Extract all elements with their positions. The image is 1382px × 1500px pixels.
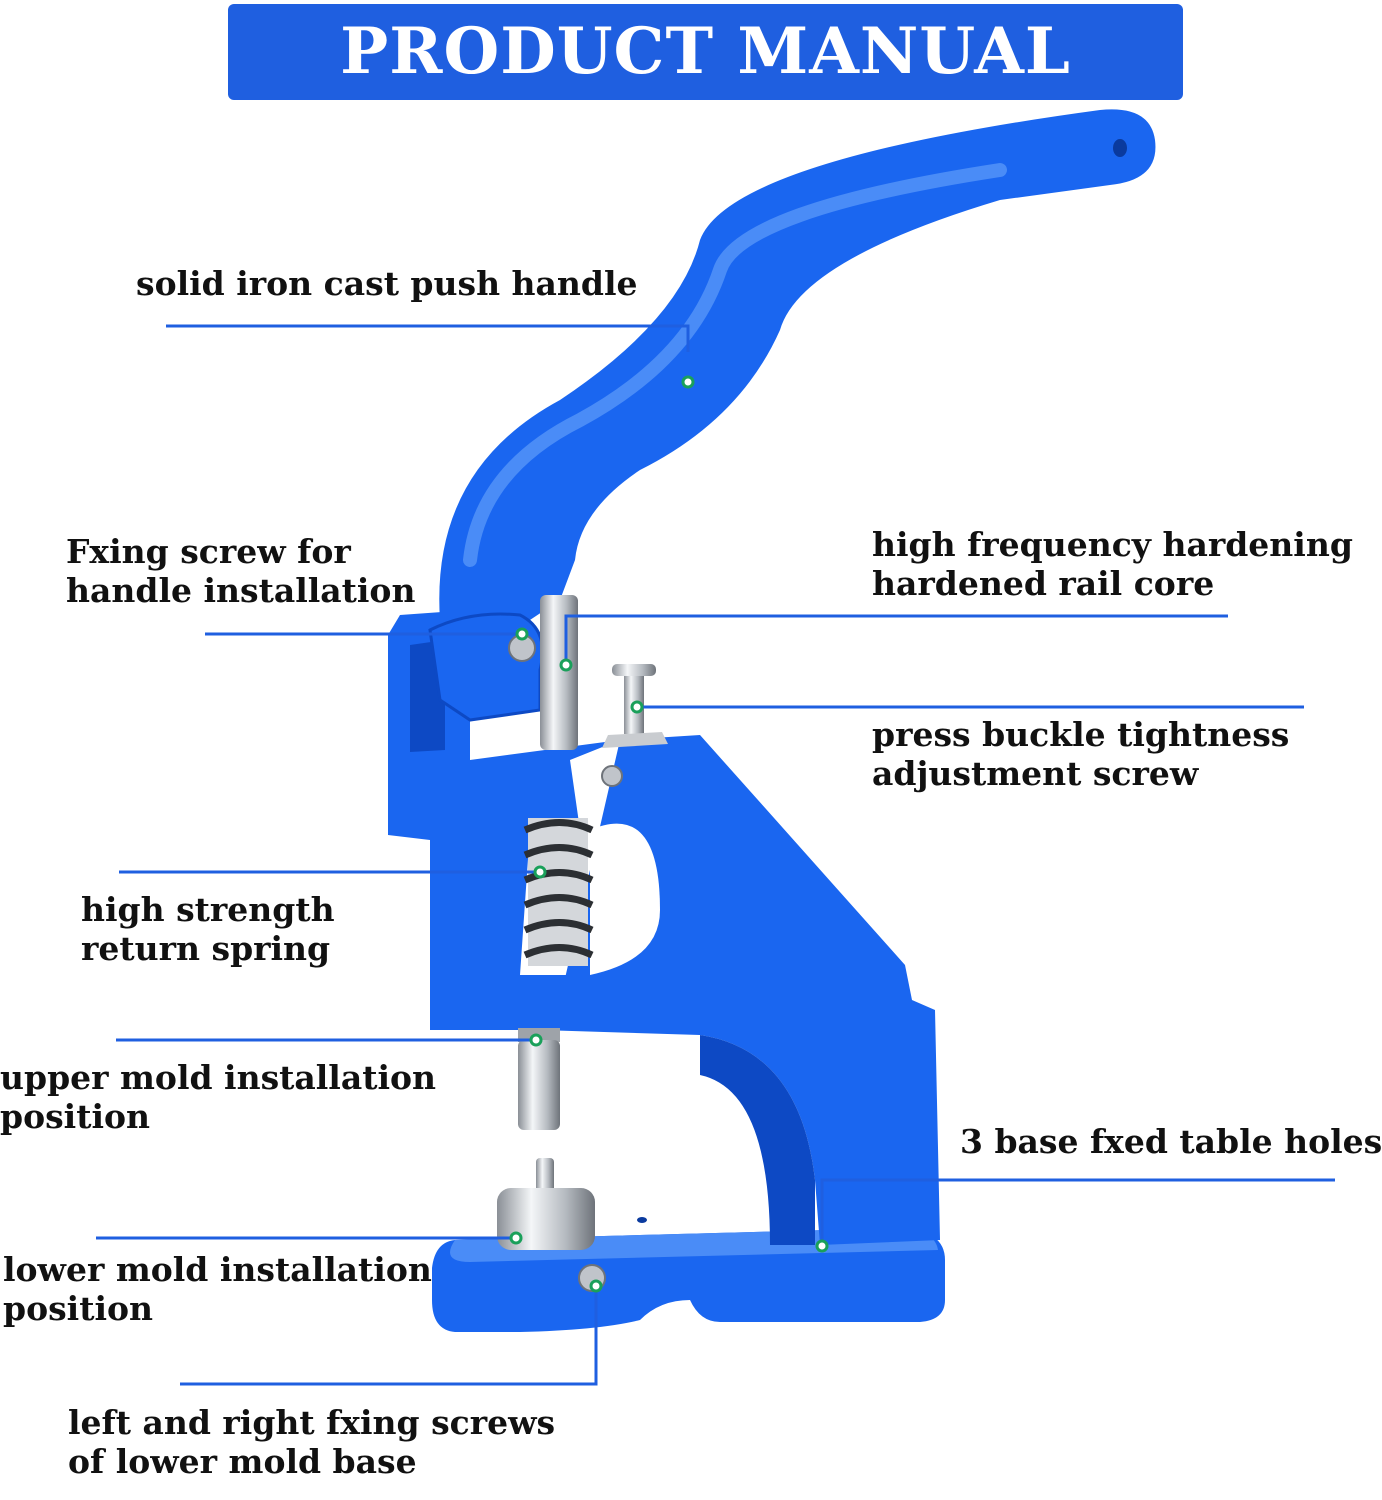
lower-mold: [497, 1188, 595, 1250]
callout-lower-mold: lower mold installation position: [3, 1250, 432, 1328]
callout-rail-core: high frequency hardening hardened rail c…: [872, 525, 1353, 603]
upper-mold: [518, 1040, 560, 1130]
leader-lines: [96, 324, 1335, 1386]
title-banner: PRODUCT MANUAL: [228, 4, 1183, 100]
callout-upper-mold: upper mold installation position: [0, 1058, 437, 1136]
base-plate-top: [450, 1228, 938, 1262]
return-spring: [523, 819, 594, 959]
spring-rod: [528, 818, 588, 966]
page-title: PRODUCT MANUAL: [340, 14, 1071, 89]
handle-hole: [1113, 139, 1127, 157]
frame-window: [590, 823, 660, 975]
lower-mold-pin: [536, 1158, 554, 1194]
frame-arch-shadow: [700, 1035, 815, 1245]
callout-adjust-screw: press buckle tightness adjustment screw: [872, 715, 1290, 793]
table-hole: [637, 1217, 647, 1223]
callout-push-handle: solid iron cast push handle: [136, 264, 638, 303]
callout-table-holes: 3 base fxed table holes: [960, 1122, 1382, 1161]
rail-core: [540, 595, 578, 750]
marker-dots: [509, 375, 829, 1293]
callout-base-screws: left and right fxing screws of lower mol…: [68, 1403, 556, 1481]
adjust-screw-washer: [602, 732, 668, 748]
side-screw: [601, 765, 623, 787]
adjust-screw-head: [612, 664, 656, 676]
callout-fixing-screw: Fxing screw for handle installation: [66, 532, 416, 610]
callout-return-spring: high strength return spring: [81, 890, 335, 968]
